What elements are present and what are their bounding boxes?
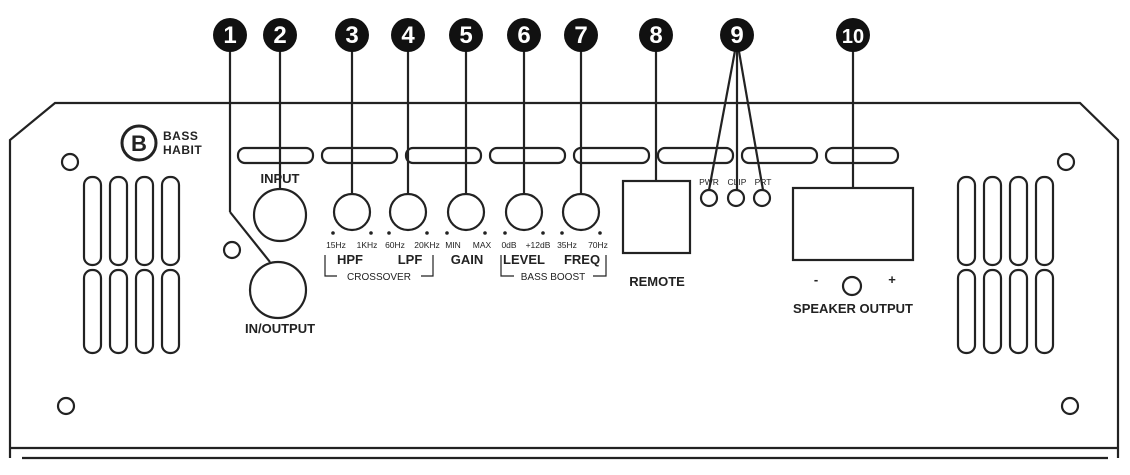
- freq-max-label: 70Hz: [588, 240, 608, 250]
- speaker-output[interactable]: - + SPEAKER OUTPUT: [791, 186, 915, 316]
- chassis: [8, 101, 1120, 460]
- speaker-terminal: [841, 275, 863, 297]
- callout-10: 10: [836, 18, 870, 52]
- freq-knob[interactable]: 35Hz 70Hz FREQ: [557, 192, 608, 267]
- brand-logo: B BASS HABIT: [120, 124, 202, 162]
- lpf-max-label: 20KHz: [414, 240, 440, 250]
- leader-lines: [228, 39, 855, 263]
- right-vents: [956, 175, 1055, 355]
- hpf-max-label: 1KHz: [357, 240, 378, 250]
- svg-text:7: 7: [574, 22, 587, 49]
- logo-letter: B: [131, 131, 147, 156]
- brand-line2: HABIT: [163, 143, 202, 157]
- level-label: LEVEL: [503, 252, 545, 267]
- pwr-led: [699, 188, 719, 208]
- mounting-hole: [56, 396, 76, 416]
- svg-text:8: 8: [649, 22, 662, 49]
- prt-label: PRT: [755, 177, 772, 187]
- hpf-min-label: 15Hz: [326, 240, 346, 250]
- gain-max-label: MAX: [473, 240, 492, 250]
- remote-port[interactable]: REMOTE: [621, 179, 692, 289]
- mounting-holes: [56, 152, 1080, 416]
- svg-text:1: 1: [223, 22, 236, 49]
- speaker-minus-label: -: [814, 272, 818, 287]
- input-label: INPUT: [261, 171, 300, 186]
- gain-label: GAIN: [451, 252, 484, 267]
- svg-text:4: 4: [401, 22, 415, 49]
- remote-label: REMOTE: [629, 274, 685, 289]
- pwr-label: PWR: [699, 177, 719, 187]
- callout-6: 6: [507, 18, 541, 52]
- brand-line1: BASS: [163, 129, 198, 143]
- svg-text:9: 9: [730, 22, 743, 49]
- mounting-hole: [1060, 396, 1080, 416]
- callout-8: 8: [639, 18, 673, 52]
- callout-1: 1: [213, 18, 247, 52]
- input-jack[interactable]: INPUT: [252, 171, 308, 243]
- mounting-hole: [1056, 152, 1076, 172]
- svg-text:3: 3: [345, 22, 358, 49]
- gain-knob[interactable]: MIN MAX GAIN: [445, 192, 492, 267]
- svg-text:10: 10: [842, 26, 864, 48]
- callout-9: 9: [720, 18, 754, 52]
- level-knob[interactable]: 0dB +12dB LEVEL: [501, 192, 551, 267]
- bass-boost-bracket: BASS BOOST: [500, 255, 607, 283]
- clip-led: [726, 188, 746, 208]
- svg-text:6: 6: [517, 22, 530, 49]
- callout-5: 5: [449, 18, 483, 52]
- speaker-output-label: SPEAKER OUTPUT: [793, 301, 913, 316]
- callout-2: 2: [263, 18, 297, 52]
- callout-4: 4: [391, 18, 425, 52]
- level-min-label: 0dB: [501, 240, 516, 250]
- svg-text:5: 5: [459, 22, 472, 49]
- speaker-plus-label: +: [888, 272, 896, 287]
- level-max-label: +12dB: [526, 240, 551, 250]
- in-output-jack[interactable]: IN/OUTPUT: [245, 260, 315, 336]
- prt-led: [752, 188, 772, 208]
- freq-min-label: 35Hz: [557, 240, 577, 250]
- crossover-bracket: CROSSOVER: [324, 255, 434, 283]
- callouts: 1 2 3 4 5 6 7 8 9 10: [213, 18, 870, 52]
- mounting-hole: [222, 240, 242, 260]
- lpf-knob[interactable]: 60Hz 20KHz LPF: [385, 192, 440, 267]
- freq-label: FREQ: [564, 252, 600, 267]
- callout-3: 3: [335, 18, 369, 52]
- lpf-label: LPF: [398, 252, 423, 267]
- crossover-label: CROSSOVER: [347, 272, 411, 283]
- top-slots: [236, 146, 900, 165]
- hpf-label: HPF: [337, 252, 363, 267]
- left-vents: [82, 175, 181, 355]
- gain-min-label: MIN: [445, 240, 461, 250]
- bass-boost-label: BASS BOOST: [521, 272, 585, 283]
- callout-7: 7: [564, 18, 598, 52]
- in-output-label: IN/OUTPUT: [245, 321, 315, 336]
- hpf-knob[interactable]: 15Hz 1KHz HPF: [326, 192, 378, 267]
- lpf-min-label: 60Hz: [385, 240, 405, 250]
- clip-label: CLIP: [728, 177, 747, 187]
- status-leds: PWR CLIP PRT: [699, 177, 772, 208]
- svg-text:2: 2: [273, 22, 286, 49]
- mounting-hole: [60, 152, 80, 172]
